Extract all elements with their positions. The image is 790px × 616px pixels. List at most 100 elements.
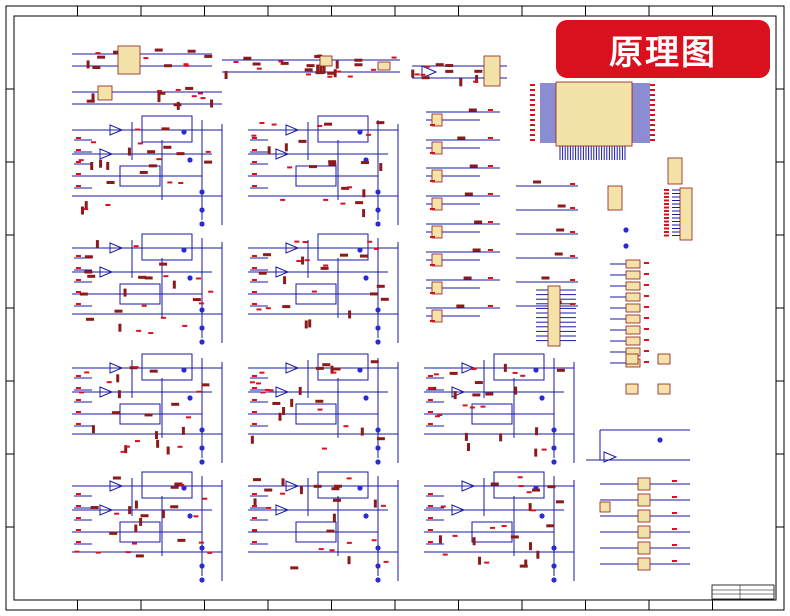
net-label [280, 198, 286, 201]
net-label [255, 382, 261, 385]
junction [199, 339, 205, 345]
junction [623, 227, 629, 233]
net-label [137, 142, 143, 145]
sub-block [295, 283, 337, 305]
net-label [428, 517, 433, 519]
resistor [359, 254, 368, 258]
ic-chip [431, 197, 443, 211]
net-label [343, 425, 349, 428]
ic-chip [625, 353, 639, 365]
net-label [644, 361, 649, 363]
net-label [252, 387, 257, 389]
net-label [664, 206, 669, 209]
net-label [530, 109, 535, 111]
resistor [347, 556, 351, 565]
net-label [664, 234, 669, 237]
net-label [530, 89, 535, 91]
resistor [290, 398, 294, 407]
opamp-symbol [109, 242, 124, 254]
net-label [664, 217, 669, 219]
ic-chip [625, 303, 641, 313]
net-label [197, 92, 203, 95]
net-label [95, 52, 101, 55]
net-label [191, 95, 197, 98]
net-label [160, 316, 166, 319]
junction [375, 221, 381, 227]
resistor [324, 122, 333, 126]
resistor [474, 381, 483, 385]
net-label [76, 529, 81, 531]
resistor [140, 514, 149, 518]
net-label [76, 541, 81, 543]
opamp-symbol [109, 480, 124, 492]
sub-block [119, 283, 161, 305]
net-label [249, 381, 255, 384]
schematic-wires [72, 53, 690, 581]
sub-block [295, 403, 337, 425]
net-label [347, 75, 353, 78]
net-label [488, 221, 493, 223]
net-label [329, 549, 335, 552]
resistor [117, 390, 121, 399]
resistor [510, 535, 519, 539]
net-label [156, 158, 162, 161]
net-label [193, 515, 199, 518]
resistor [106, 180, 115, 184]
opamp-symbol [109, 362, 124, 374]
resistor [339, 253, 348, 257]
junction [363, 275, 369, 281]
junction [375, 545, 381, 551]
net-label [480, 405, 486, 408]
net-label [488, 137, 493, 139]
opamp-symbol [461, 480, 476, 492]
net-label [76, 505, 81, 507]
outer-frame [5, 5, 785, 611]
net-label [143, 57, 149, 60]
net-label [331, 371, 337, 374]
net-label [95, 551, 101, 554]
resistor [243, 56, 252, 60]
ic-chip [319, 55, 333, 67]
resistor [128, 506, 132, 515]
net-label [346, 477, 352, 480]
junction [199, 189, 205, 195]
junction [357, 367, 363, 373]
resistor [84, 270, 93, 274]
resistor [114, 309, 123, 313]
net-label [430, 320, 435, 322]
net-label [488, 305, 493, 307]
junction [375, 325, 381, 331]
net-label [252, 137, 257, 139]
resistor [376, 284, 385, 288]
net-label [252, 493, 257, 495]
net-label [428, 505, 433, 507]
net-label [252, 423, 257, 425]
resistor [204, 54, 213, 58]
net-label [252, 399, 257, 401]
resistor [474, 220, 483, 224]
resistor [322, 65, 326, 74]
net-label [76, 399, 81, 401]
resistor [123, 288, 127, 297]
resistor [333, 484, 342, 488]
net-label [664, 227, 669, 230]
resistor [298, 386, 302, 395]
ic-chip [625, 325, 641, 335]
resistor [155, 431, 159, 440]
net-label [323, 264, 329, 267]
junction [551, 563, 557, 569]
net-label [530, 114, 535, 116]
resistor [79, 292, 88, 296]
resistor [459, 78, 463, 87]
resistor [298, 139, 307, 143]
resistor [278, 412, 282, 421]
sub-block [119, 403, 161, 425]
net-label [570, 303, 575, 305]
resistor [299, 486, 303, 495]
net-label [133, 245, 139, 248]
resistor [499, 433, 503, 442]
resistor [335, 60, 339, 69]
ic-chip [625, 314, 641, 324]
resistor [449, 371, 458, 375]
net-label [120, 450, 126, 453]
